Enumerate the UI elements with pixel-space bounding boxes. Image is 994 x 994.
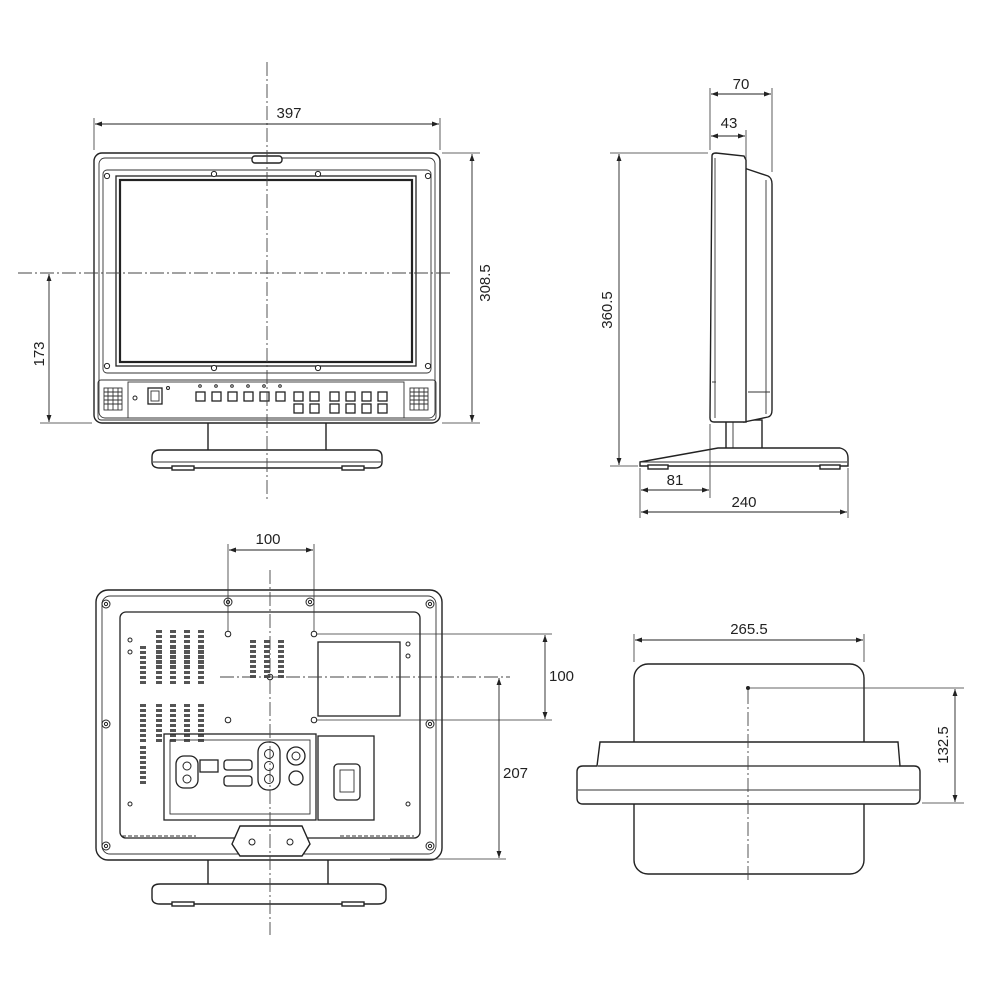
rear-mount-height-label: 207 [503, 765, 528, 782]
side-total-height-label: 360.5 [599, 291, 616, 329]
side-view: 70 43 360.5 81 240 [599, 76, 849, 518]
speaker-grille-left [103, 387, 123, 411]
bottom-center-offset-label: 132.5 [935, 726, 952, 764]
control-buttons [195, 384, 388, 414]
front-view: 397 308.5 173 [18, 62, 494, 500]
speaker-grille-right [409, 387, 429, 411]
bottom-stand-width-label: 265.5 [730, 621, 768, 638]
side-stand-offset-label: 81 [667, 472, 684, 489]
rear-mount-horizontal-label: 100 [255, 531, 280, 548]
front-height-label: 308.5 [477, 264, 494, 302]
rear-mount-vertical-label: 100 [549, 668, 574, 685]
side-depth-top-label: 70 [733, 76, 750, 93]
front-width-label: 397 [276, 105, 301, 122]
front-center-height-label: 173 [31, 341, 48, 366]
side-stand-depth-label: 240 [731, 494, 756, 511]
bottom-view: 265.5 132.5 [576, 621, 964, 880]
rear-vent-slots [140, 630, 284, 784]
rear-view: 100 100 207 [95, 531, 574, 935]
side-depth-panel-label: 43 [721, 115, 738, 132]
